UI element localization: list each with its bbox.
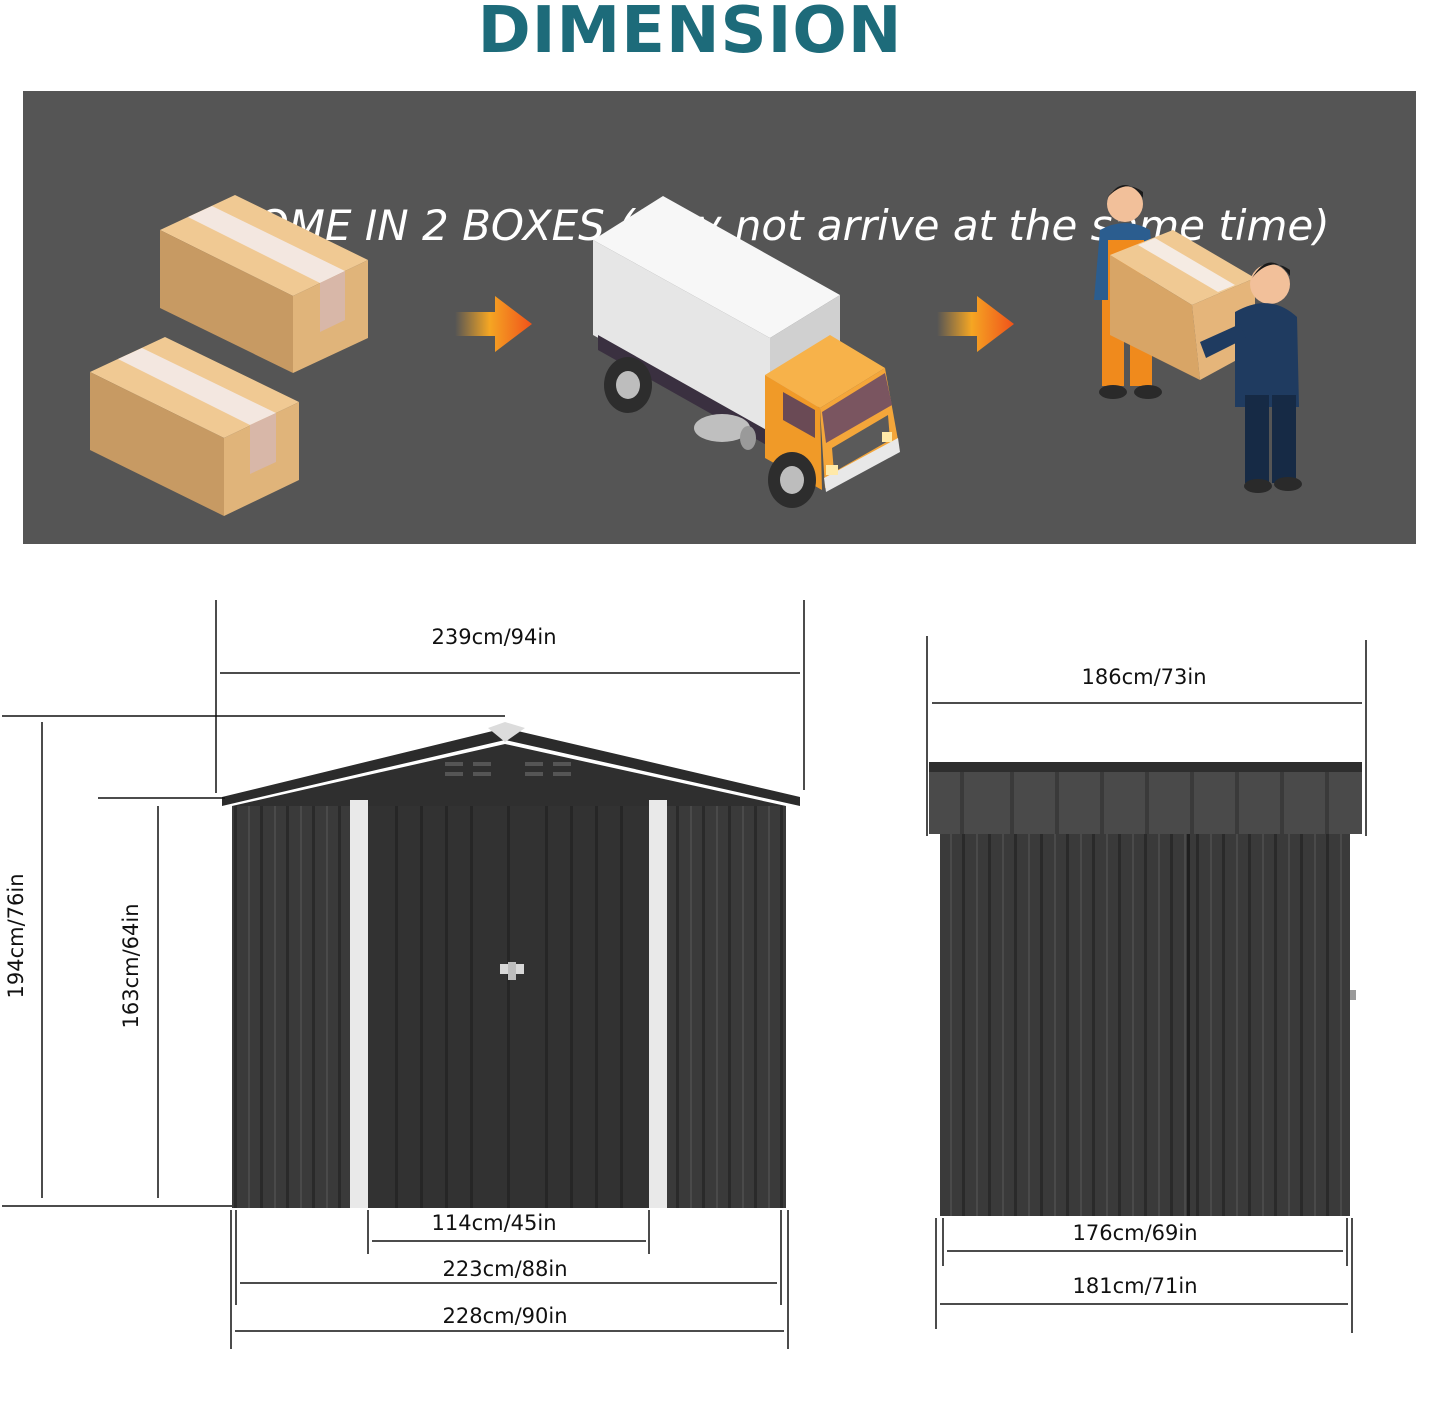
- page-title: DIMENSION: [477, 0, 903, 68]
- front-view-shed: [222, 722, 800, 1208]
- front-total-height-label: 194cm/76in: [4, 873, 28, 999]
- dimension-lines: [2, 600, 1367, 1349]
- side-roof-depth-label: 186cm/73in: [1081, 665, 1207, 689]
- delivery-truck-icon: [593, 196, 900, 508]
- front-wall-height-label: 163cm/64in: [119, 903, 143, 1029]
- front-door-width-label: 114cm/45in: [431, 1211, 557, 1235]
- delivery-workers-icon: [1094, 185, 1302, 493]
- front-base-width-label: 223cm/88in: [442, 1257, 568, 1281]
- orange-arrow-icon: [937, 296, 1014, 352]
- orange-arrow-icon: [455, 296, 532, 352]
- side-base-depth-label: 176cm/69in: [1072, 1221, 1198, 1245]
- side-view-shed: [929, 762, 1362, 1216]
- side-floor-depth-label: 181cm/71in: [1072, 1274, 1198, 1298]
- front-total-width-label: 239cm/94in: [431, 625, 557, 649]
- cardboard-boxes-icon: [90, 195, 368, 516]
- front-floor-width-label: 228cm/90in: [442, 1304, 568, 1328]
